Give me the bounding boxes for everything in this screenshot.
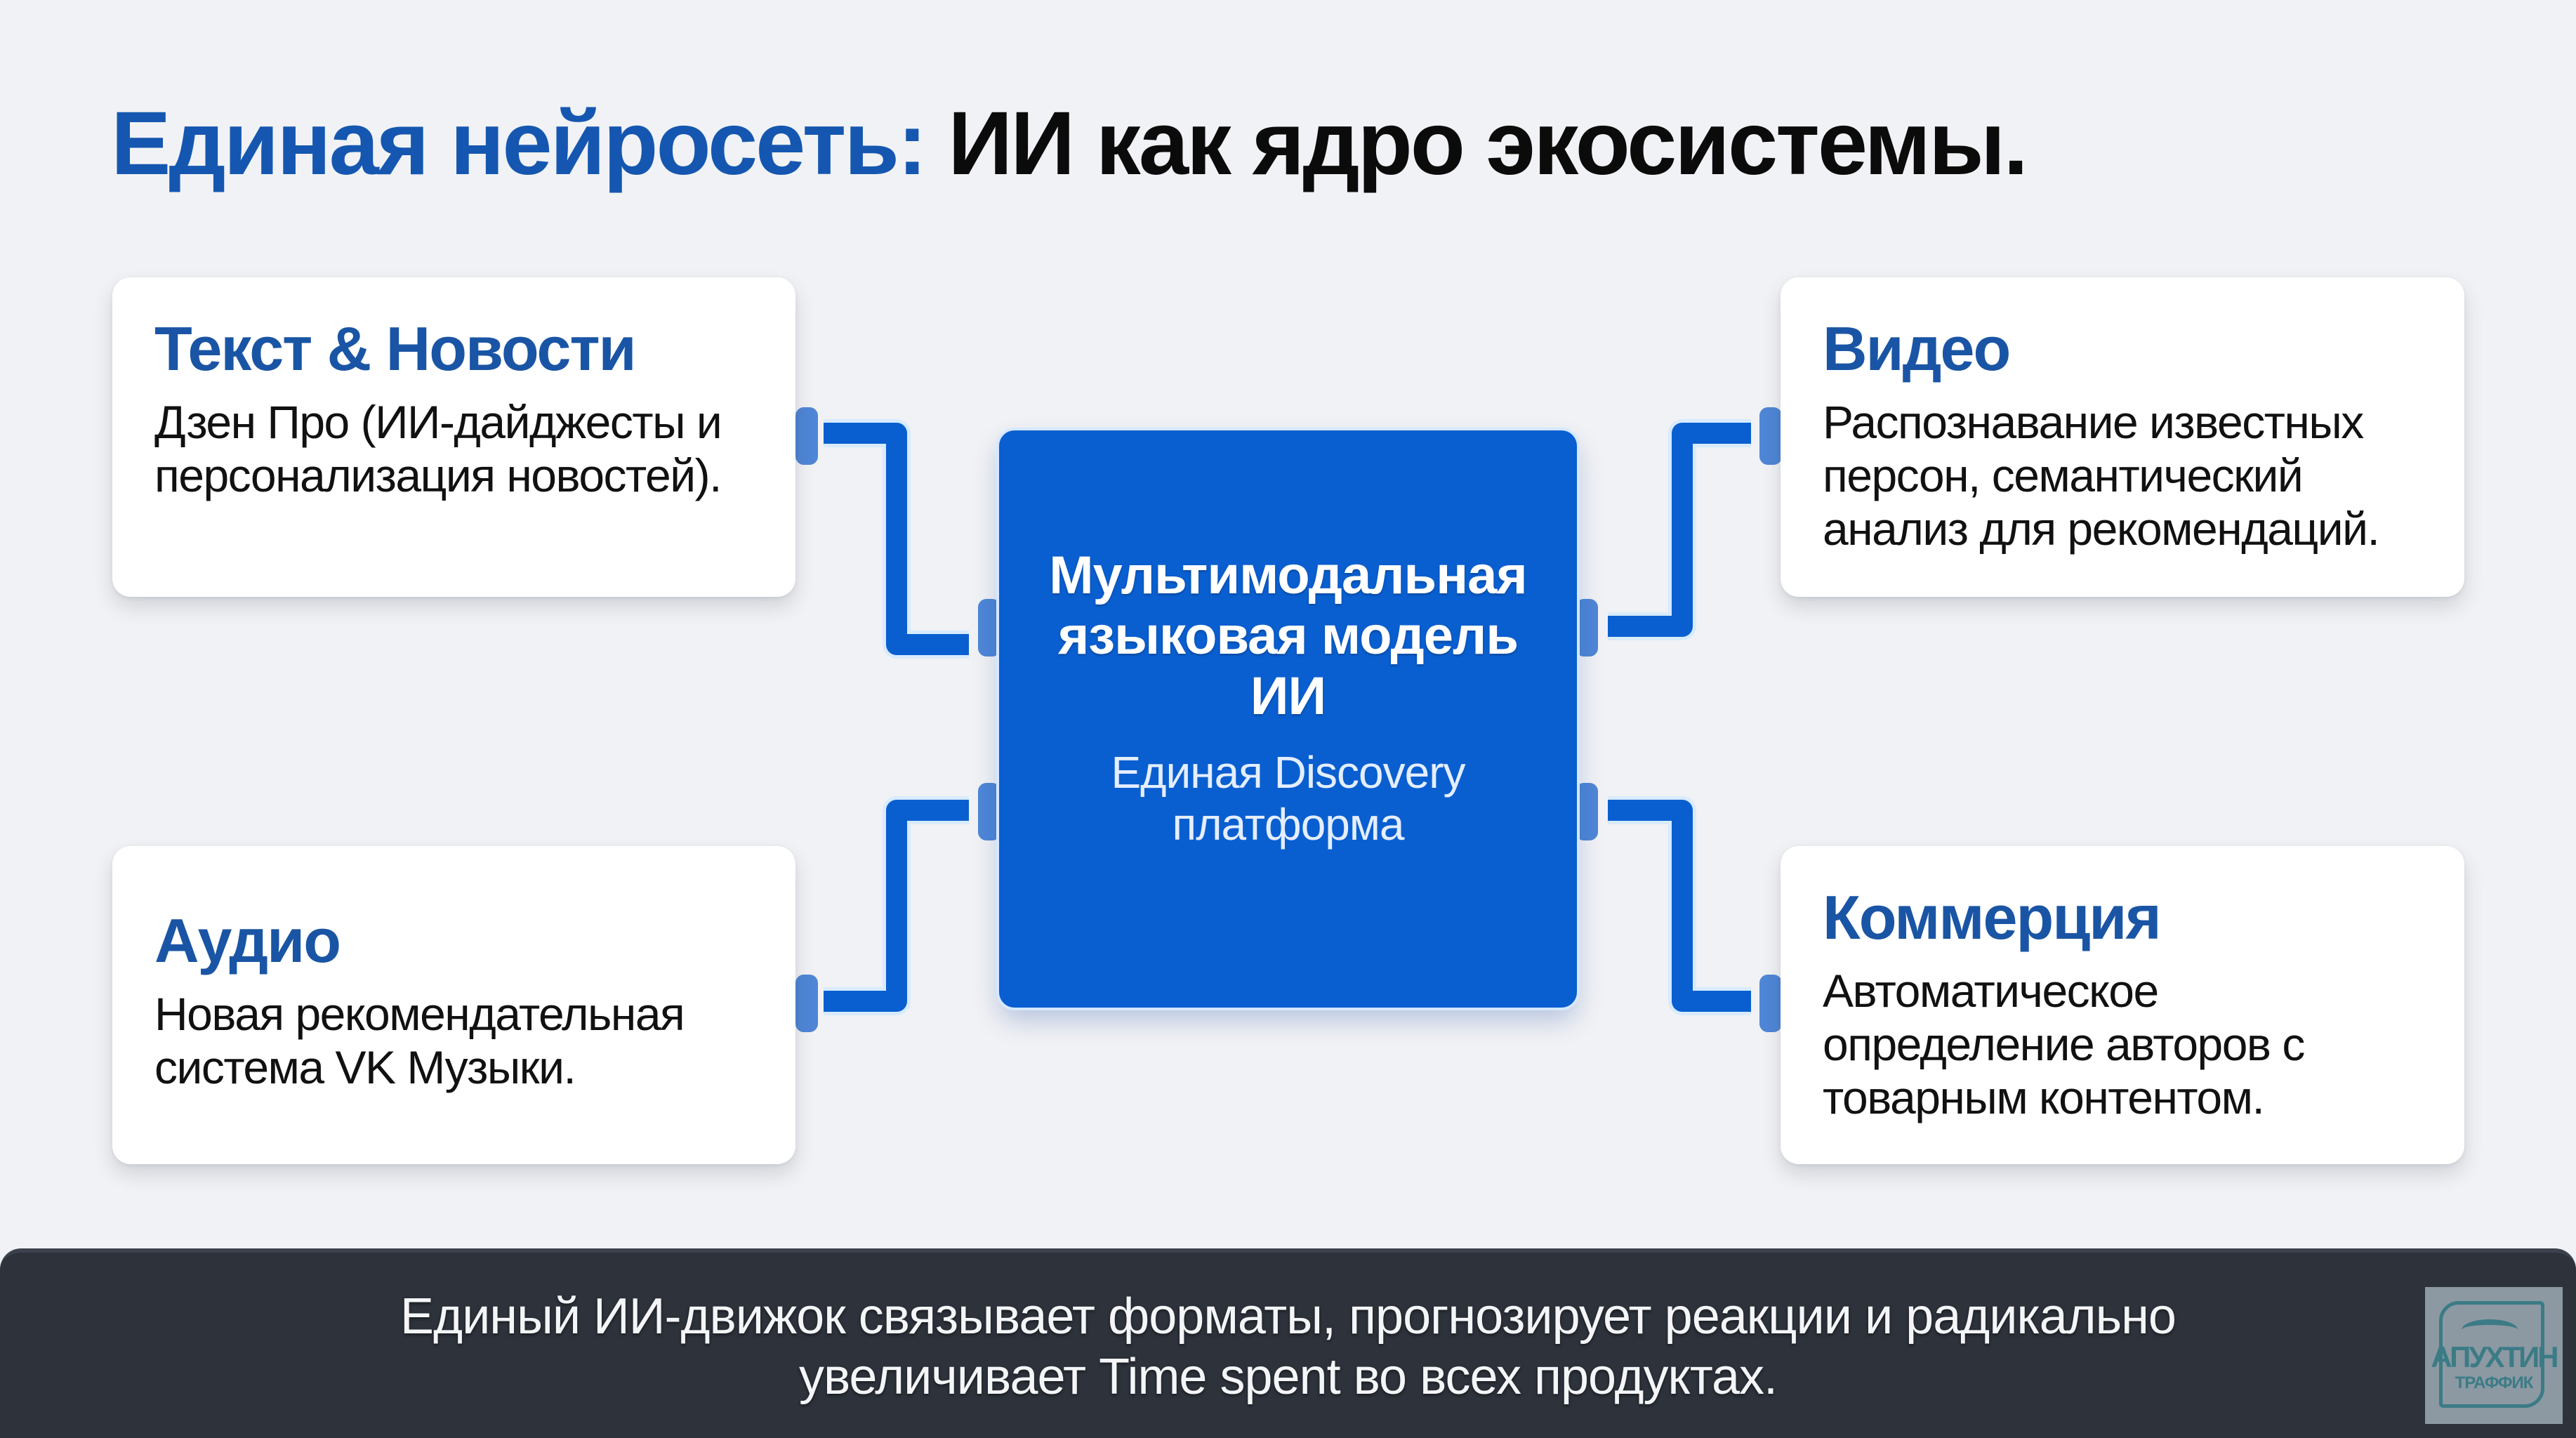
card-title: Текст & Новости: [154, 314, 637, 383]
connector-video: [1608, 419, 1751, 640]
footer-caption-bar: Единый ИИ-движок связывает форматы, прог…: [0, 1248, 2576, 1438]
connector-tab-center-tl: [978, 599, 1000, 657]
logo-line2: ТРАФФИК: [2455, 1373, 2534, 1392]
card-title: Видео: [1823, 314, 2011, 383]
page-title: Единая нейросеть: ИИ как ядро экосистемы…: [111, 91, 2028, 197]
center-title: Мультимодальная языковая модель ИИ: [1049, 546, 1528, 726]
connector-text: [824, 419, 969, 659]
connector-audio: [824, 796, 969, 1015]
card-body: Автоматическое определение авторов с тов…: [1823, 965, 2305, 1123]
connector-tab-video-card: [1759, 407, 1782, 465]
connector-tab-center-br: [1576, 783, 1598, 840]
card-video: Видео Распознавание известных персон, се…: [1781, 277, 2464, 597]
connector-tab-center-tr: [1576, 599, 1598, 657]
logo-arc-icon: [2462, 1319, 2518, 1340]
page-title-rest: ИИ как ядро экосистемы.: [948, 93, 2028, 194]
connector-tab-commerce-card: [1759, 975, 1782, 1032]
center-ai-model-box: Мультимодальная языковая модель ИИ Едина…: [999, 430, 1577, 1008]
logo-frame-icon: [2439, 1301, 2544, 1408]
connectors: [824, 419, 1751, 1015]
page-title-accent: Единая нейросеть:: [111, 93, 927, 194]
connector-tab-text-card: [795, 407, 818, 465]
center-subtitle: Единая Discovery платформа: [1111, 747, 1465, 850]
card-text-news: Текст & Новости Дзен Про (ИИ-дайджесты и…: [112, 277, 795, 597]
connector-commerce: [1608, 796, 1751, 1015]
connector-tab-center-bl: [978, 783, 1000, 840]
card-body: Распознавание известных персон, семантич…: [1823, 396, 2380, 555]
card-title: Коммерция: [1823, 883, 2162, 952]
card-body: Дзен Про (ИИ-дайджесты и персонализация …: [154, 396, 722, 501]
connector-tab-audio-card: [795, 975, 818, 1032]
card-audio: Аудио Новая рекомендательная система VK …: [112, 846, 795, 1164]
brand-logo: АПУХТИН ТРАФФИК: [2425, 1287, 2563, 1424]
card-title: Аудио: [154, 906, 341, 975]
card-commerce: Коммерция Автоматическое определение авт…: [1781, 846, 2464, 1164]
footer-caption: Единый ИИ-движок связывает форматы, прог…: [400, 1288, 2177, 1405]
card-body: Новая рекомендательная система VK Музыки…: [154, 988, 685, 1093]
logo-line1: АПУХТИН: [2431, 1340, 2558, 1373]
